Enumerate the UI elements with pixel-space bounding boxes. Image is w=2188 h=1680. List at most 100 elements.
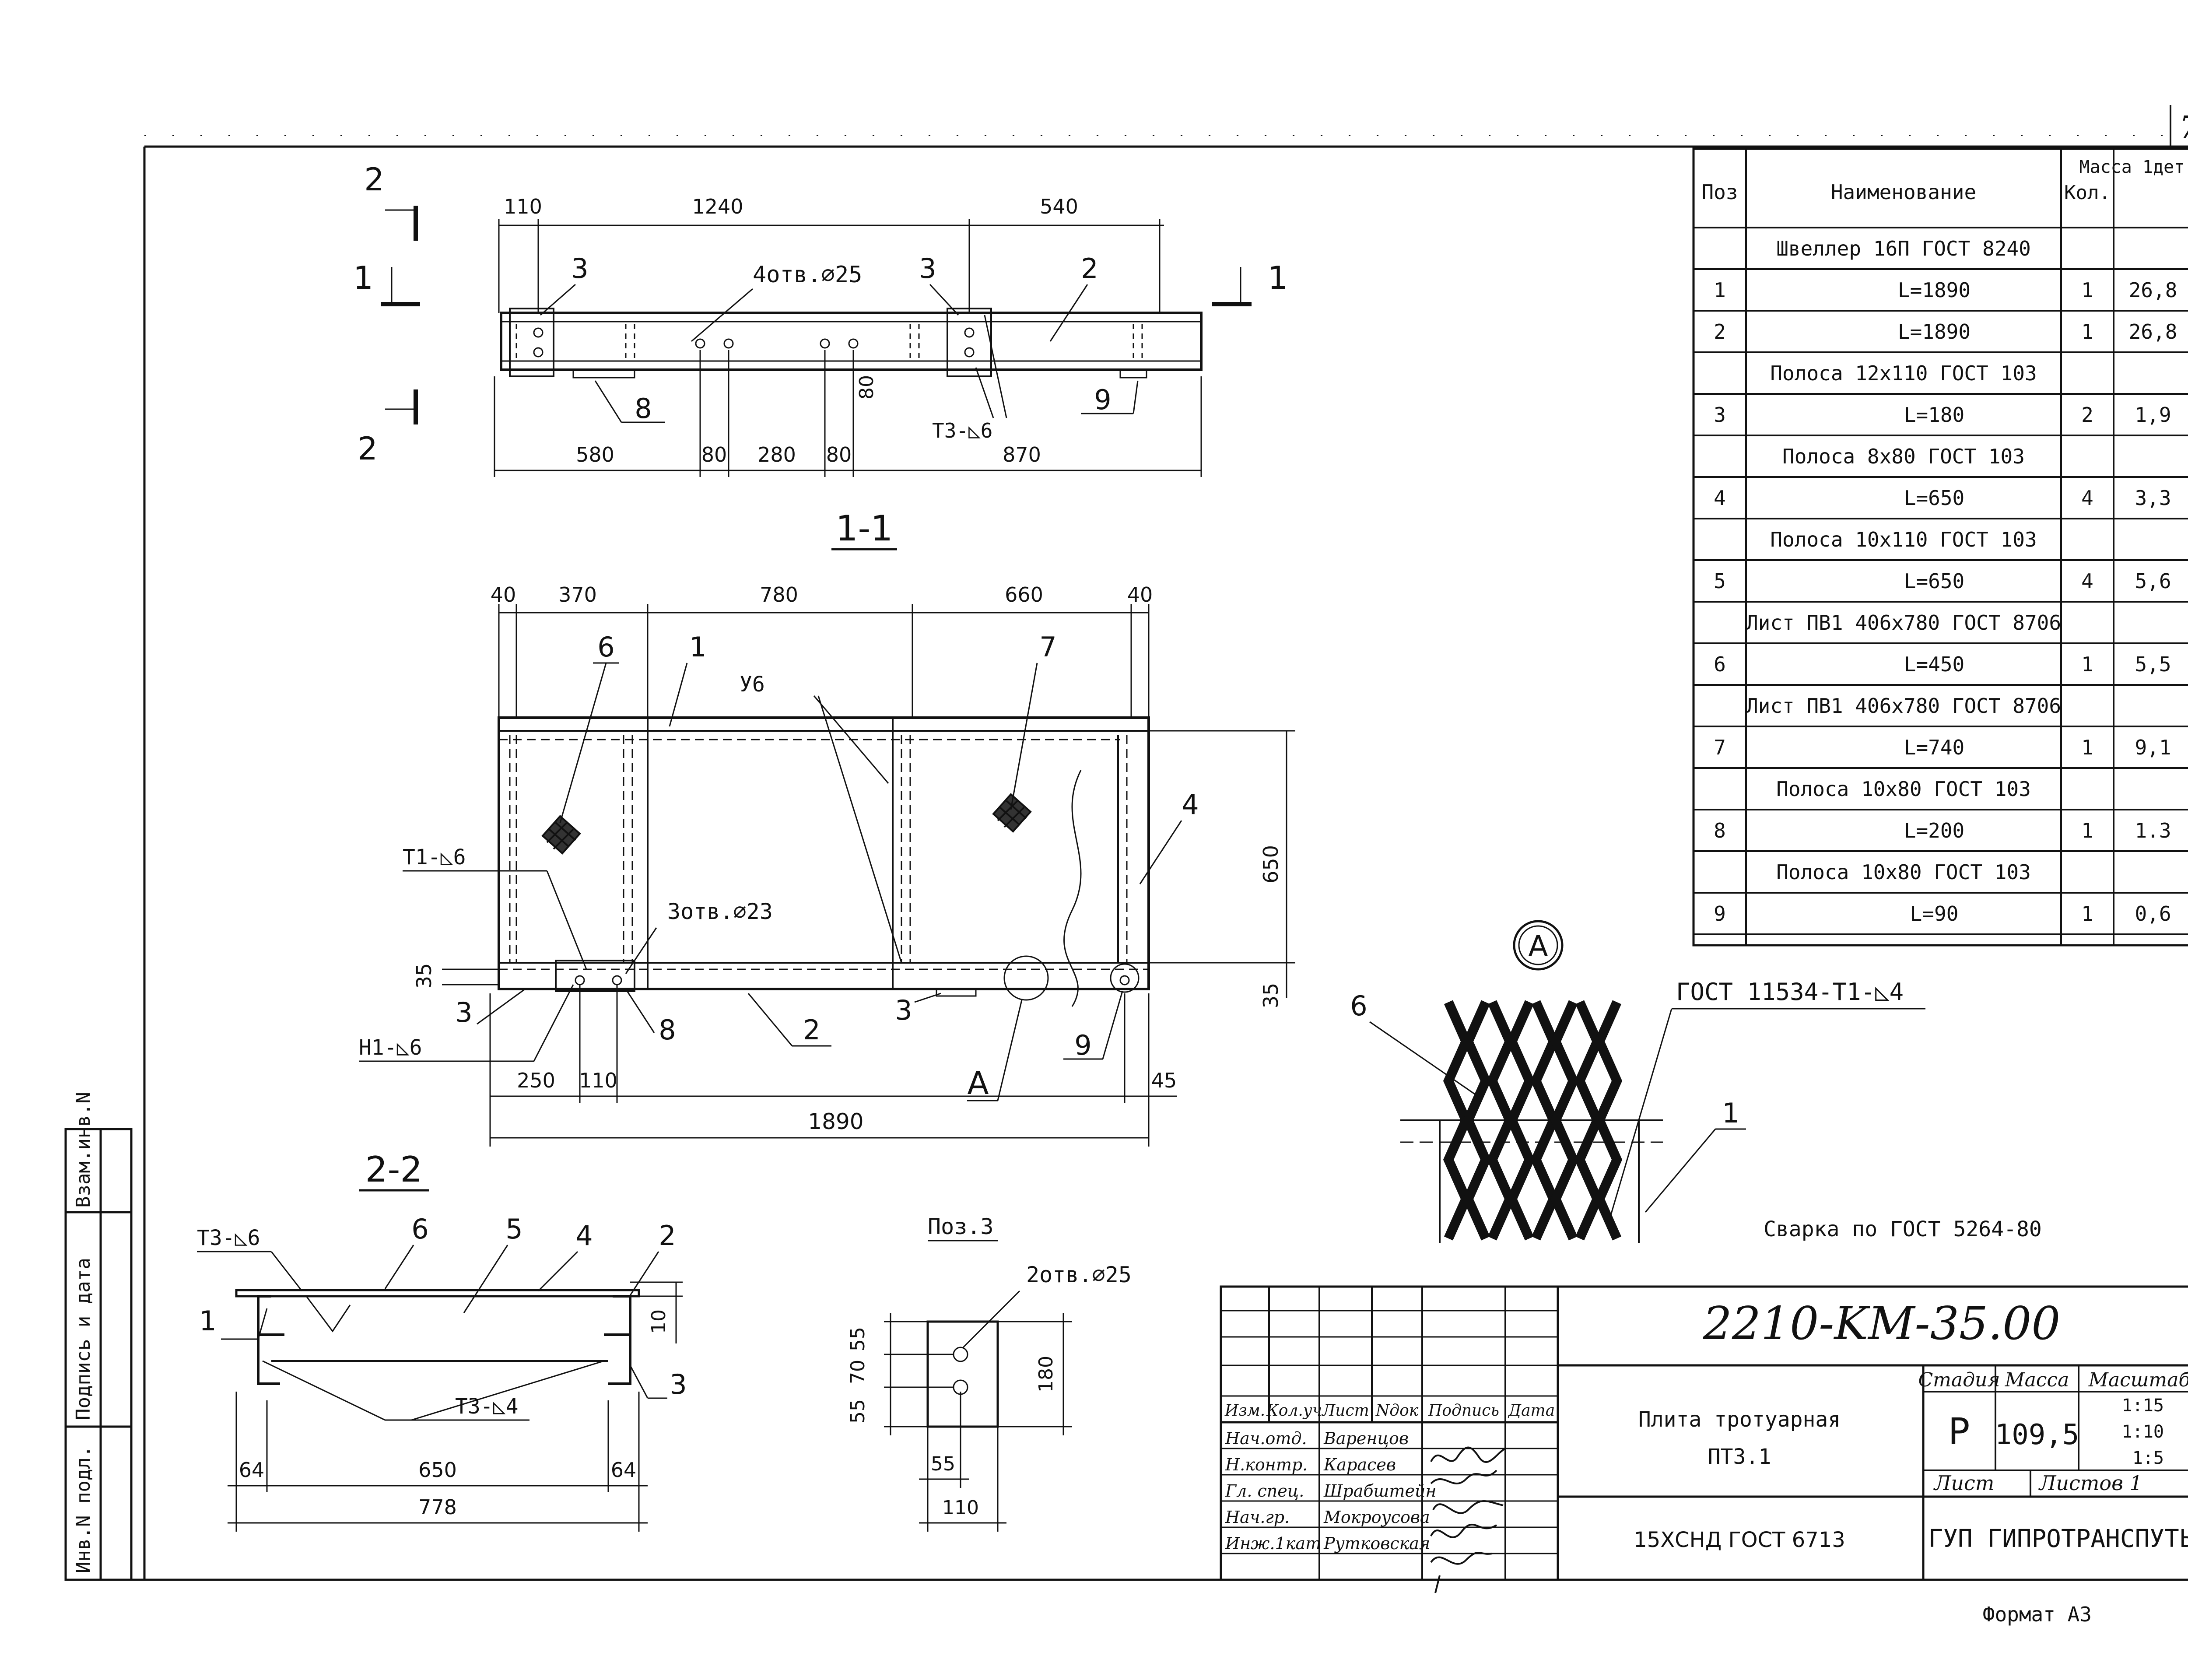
rev-header: Подпись xyxy=(1428,1402,1499,1420)
s11-detail-ref-a: A xyxy=(967,1065,989,1101)
s22-callout-3: 3 xyxy=(670,1368,687,1400)
s11-note-holes: 3отв.⌀23 xyxy=(667,899,773,924)
s22-callout-6: 6 xyxy=(411,1213,428,1245)
s11-callout-3b: 3 xyxy=(895,994,912,1026)
plan-dim-580: 580 xyxy=(576,443,614,466)
bom-name: L=180 xyxy=(1904,403,1964,427)
format-label: Формат A3 xyxy=(1983,1603,2092,1626)
bom-mass: 26,8 xyxy=(2129,278,2177,302)
sheet-label: Лист xyxy=(1933,1471,1994,1495)
bom-mass: 9,1 xyxy=(2135,736,2171,759)
s11-dim-40a: 40 xyxy=(491,583,516,607)
plan-dim-80b: 80 xyxy=(826,443,852,466)
mass-value: 109,5 xyxy=(1995,1419,2079,1451)
signatures xyxy=(1430,1446,1506,1593)
stage-label: Стадия xyxy=(1918,1369,2000,1391)
pos3-title: Поз.3 xyxy=(928,1214,994,1239)
s11-dim-1890: 1890 xyxy=(808,1109,863,1134)
bom-name: Полоса 12x110 ГОСТ 103 xyxy=(1770,361,2037,385)
role-label: Нач.гр. xyxy=(1225,1508,1290,1527)
pos3-dim-70: 70 xyxy=(847,1360,869,1384)
bom-qty: 4 xyxy=(2081,486,2093,510)
section-2-2-title: 2-2 xyxy=(365,1149,423,1190)
bom-pos: 5 xyxy=(1714,569,1726,593)
pos3-dim-55a: 55 xyxy=(847,1327,869,1351)
plan-dim-1240: 1240 xyxy=(692,195,743,218)
bom-pos: 8 xyxy=(1714,819,1726,842)
bom-header-mass: Масса 1дет, кг xyxy=(2079,157,2188,177)
s11-dim-110: 110 xyxy=(579,1069,617,1092)
bom-qty: 1 xyxy=(2081,320,2093,344)
plan-dim-80a: 80 xyxy=(701,443,727,466)
title-line1: Плита тротуарная xyxy=(1638,1407,1841,1432)
rev-header: Кол.уч xyxy=(1266,1402,1322,1420)
bom-mass: 1.3 xyxy=(2135,819,2171,842)
bom-row: Полоса 10x80 ГОСТ 103 xyxy=(1776,860,2031,884)
bom-header-qty: Кол. xyxy=(2064,182,2111,204)
bom-mass: 5,6 xyxy=(2135,569,2171,593)
role-name: Рутковская xyxy=(1323,1534,1430,1553)
plan-callout-2: 2 xyxy=(1081,253,1098,284)
detail-a-callout-6: 6 xyxy=(1350,990,1367,1022)
bom-qty: 1 xyxy=(2081,902,2093,926)
scale-label: Масштаб xyxy=(2088,1369,2188,1391)
bom-name: L=740 xyxy=(1904,736,1964,759)
s22-dim-650: 650 xyxy=(418,1458,457,1482)
section-1-1: 1-1 xyxy=(359,508,1295,1147)
bom-header-pos: Поз xyxy=(1701,180,1738,204)
bom-pos: 6 xyxy=(1714,652,1726,676)
pos3-dim-55c: 55 xyxy=(931,1453,955,1475)
role-name: Мокроусова xyxy=(1323,1508,1430,1527)
section-mark-2-bottom: 2 xyxy=(358,430,378,467)
s22-dim-64a: 64 xyxy=(239,1458,265,1482)
bom-row: Швеллер 16П ГОСТ 8240 xyxy=(1776,237,2031,260)
bom-qty: 1 xyxy=(2081,819,2093,842)
plan-dim-110: 110 xyxy=(504,195,542,218)
bom-name: L=90 xyxy=(1910,902,1959,926)
s11-dim-250: 250 xyxy=(517,1069,555,1092)
role-label: Инж.1кат xyxy=(1225,1534,1321,1553)
bom-pos: 2 xyxy=(1714,320,1726,344)
s11-dim-35-right: 35 xyxy=(1259,983,1283,1009)
bom-mass: 1,9 xyxy=(2135,403,2171,427)
section-mark-2-top: 2 xyxy=(364,161,384,198)
s22-callout-2: 2 xyxy=(659,1220,676,1252)
s11-dim-780: 780 xyxy=(760,583,798,607)
material: 15ХСНД ГОСТ 6713 xyxy=(1634,1528,1845,1552)
bom-name: Полоса 10x80 ГОСТ 103 xyxy=(1776,860,2031,884)
detail-a-weld-note: ГОСТ 11534-Т1-◺4 xyxy=(1676,978,1904,1006)
s22-note-t3-4: Т3-◺4 xyxy=(455,1394,519,1419)
plan-callout-3b: 3 xyxy=(919,253,936,284)
plan-view: 110 1240 540 580 80 280 80 870 80 4отв.⌀… xyxy=(353,161,1288,477)
s11-callout-3a: 3 xyxy=(455,996,472,1028)
title-line2: ПТ3.1 xyxy=(1708,1445,1771,1469)
bom-qty: 2 xyxy=(2081,403,2093,427)
s11-dim-35-left: 35 xyxy=(412,963,436,989)
title-block: 2210-KM-35.00 Плита тротуарная ПТ3.1 15Х… xyxy=(1220,1285,2188,1593)
mass-label: Масса xyxy=(2005,1369,2069,1391)
bom-name: Лист ПВ1 406x780 ГОСТ 8706 xyxy=(1746,694,2061,718)
bom-pos: 9 xyxy=(1714,902,1726,926)
s11-dim-370: 370 xyxy=(558,583,597,607)
bom-mass: 5,5 xyxy=(2135,652,2171,676)
s22-dim-64b: 64 xyxy=(611,1458,637,1482)
bom-name: L=650 xyxy=(1904,486,1964,510)
s11-callout-2: 2 xyxy=(803,1014,820,1046)
bom-qty: 1 xyxy=(2081,736,2093,759)
rev-header: Дата xyxy=(1508,1402,1555,1420)
doc-code: 2210-KM-35.00 xyxy=(1703,1297,2061,1350)
bom-name: Швеллер 16П ГОСТ 8240 xyxy=(1776,237,2031,260)
bom-pos: 1 xyxy=(1714,278,1726,302)
role-name: Варенцов xyxy=(1323,1429,1409,1448)
bom-table: Поз Наименование Кол. Масса 1дет, кг Шве… xyxy=(1692,147,2188,947)
bom-row: Полоса 12x110 ГОСТ 103 xyxy=(1770,361,2037,385)
plan-weld-note: Т3-◺6 xyxy=(932,419,992,442)
pos3-dim-180: 180 xyxy=(1035,1356,1057,1392)
